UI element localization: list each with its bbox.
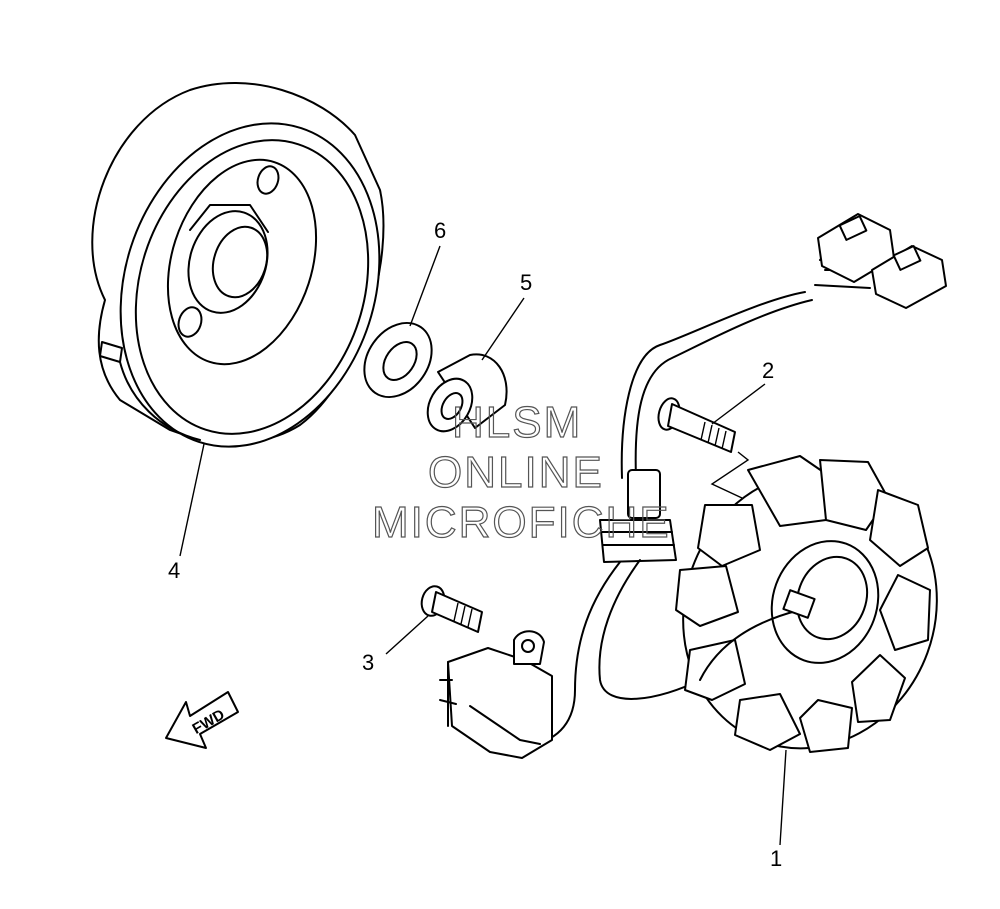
leader-line-2 [711,383,766,425]
leader-line-3 [385,615,429,655]
leader-line-1 [779,749,787,846]
part-number-label: 1 [770,846,782,871]
stator-assembly [675,455,938,753]
washer [363,321,433,399]
bolt-alignment-line [710,451,750,499]
part-number-label: 3 [362,650,374,675]
collar [426,353,508,433]
stator-bolt [657,397,736,453]
part-number-label: 6 [434,218,446,243]
pickup-coil-bolt [420,585,483,633]
connector-b [871,245,947,309]
part-number-label: 5 [520,270,532,295]
watermark-line-2: ONLINE [428,448,604,497]
leader-line-4 [179,443,205,557]
watermark-line-3: MICROFICHE [372,498,671,547]
pickup-coil [439,630,553,759]
forward-direction-arrow: FWD [165,691,239,749]
watermark: HLSM ONLINE MICROFICHE [371,397,671,547]
watermark-line-1: HLSM [452,398,582,447]
part-number-label: 4 [168,558,180,583]
flywheel-rotor [91,82,385,448]
leader-line-5 [481,297,525,361]
leader-line-6 [409,245,441,327]
part-number-label: 2 [762,358,774,383]
